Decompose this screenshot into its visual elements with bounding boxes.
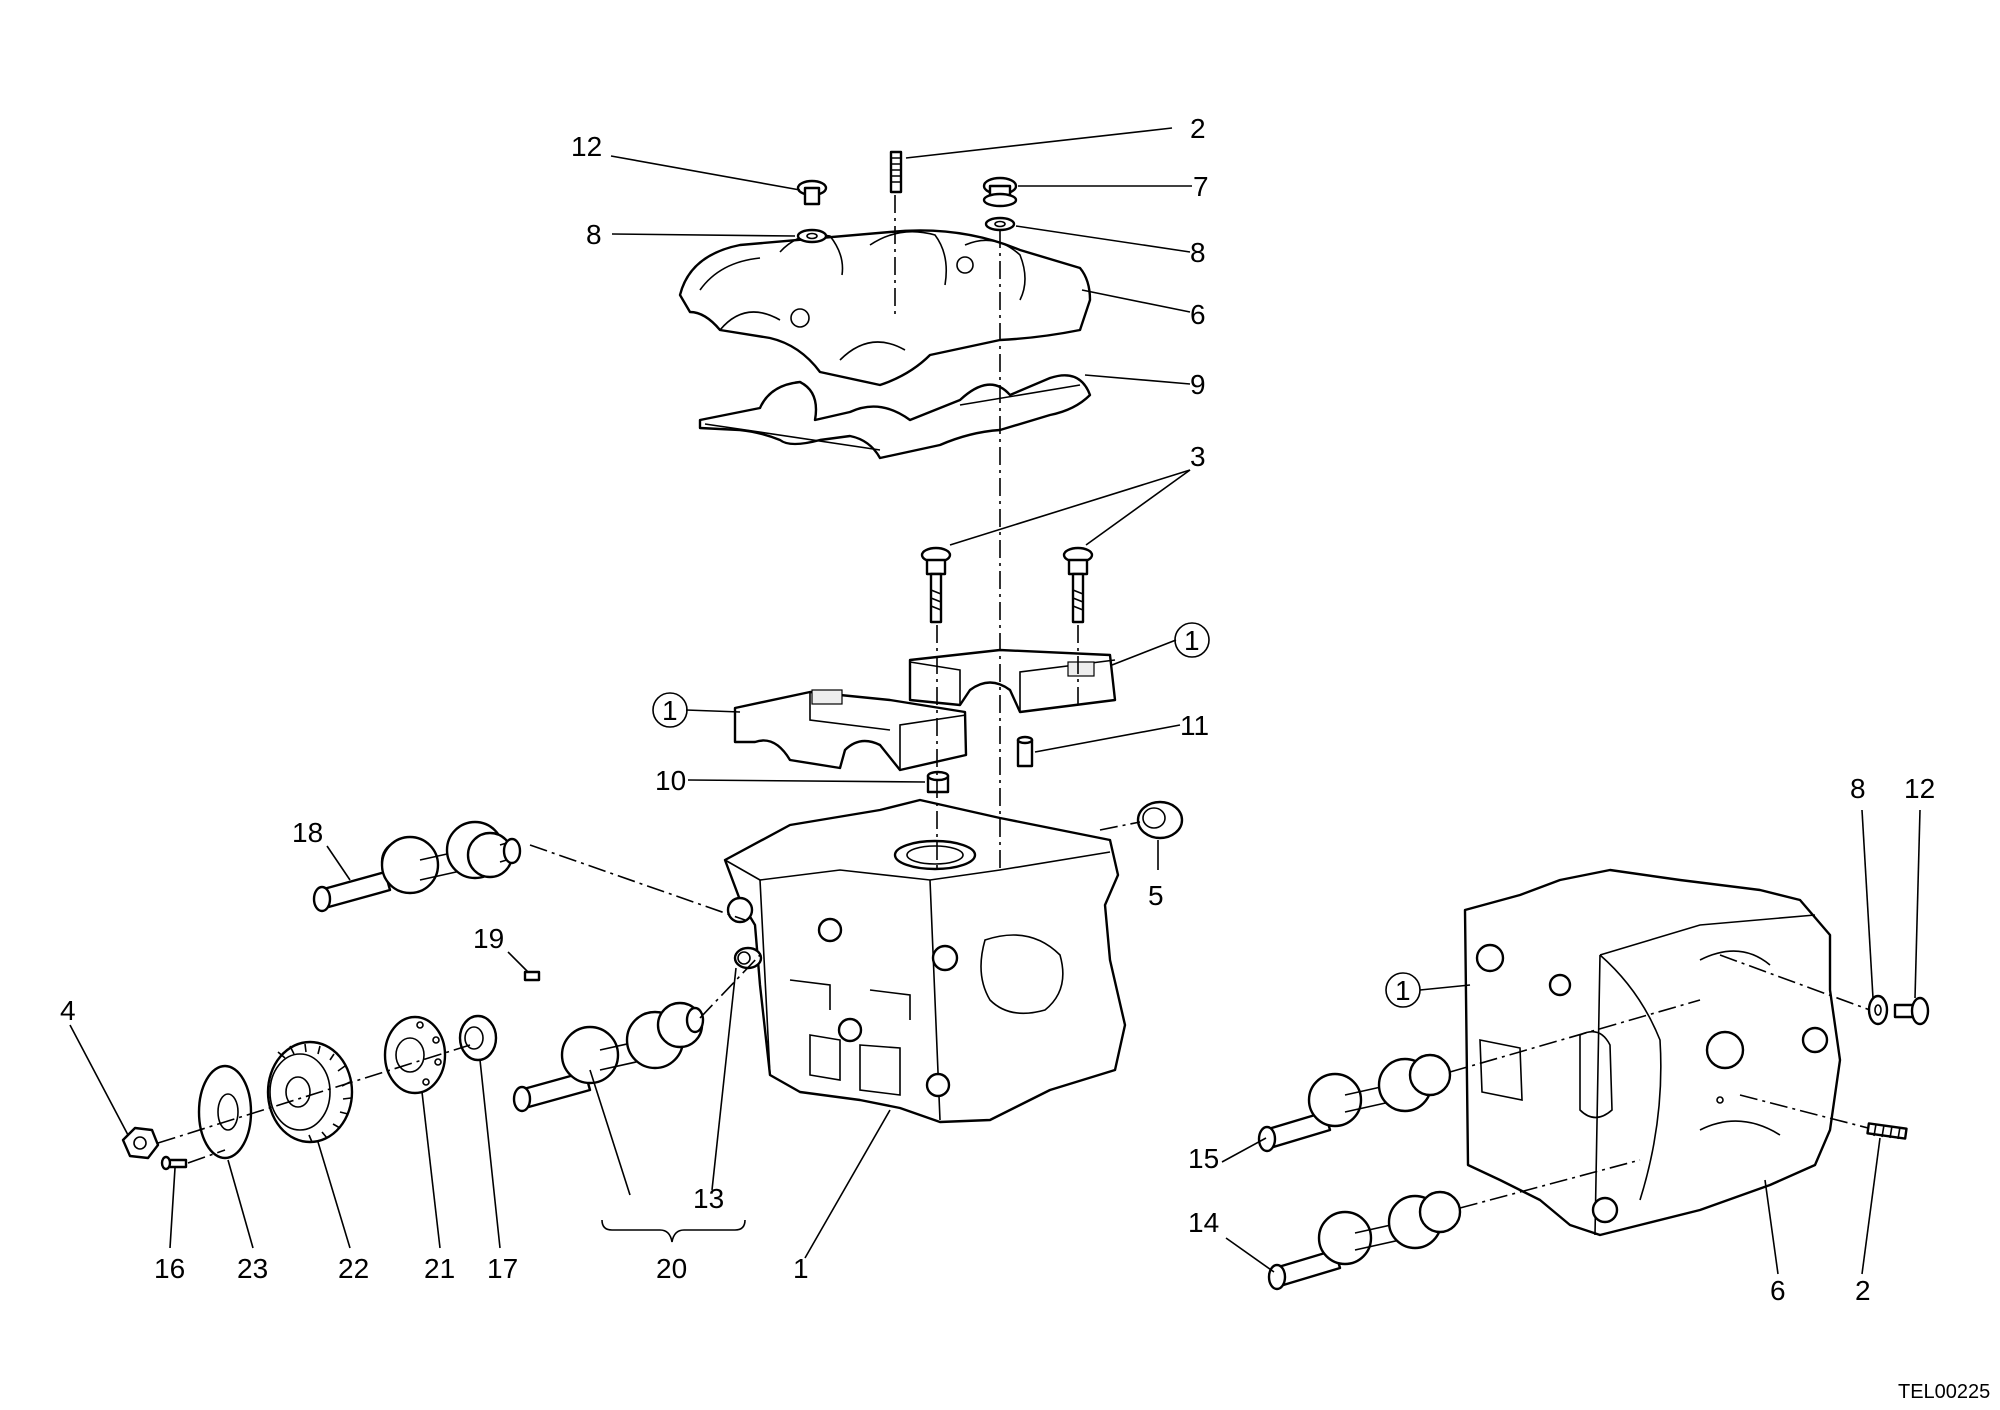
label-6-top: 6 [1190,299,1206,330]
label-19: 19 [473,923,504,954]
dowel-11 [1016,735,1034,768]
label-1-right-head: 1 [1395,975,1411,1006]
stud-2-top [889,150,903,194]
label-18: 18 [292,817,323,848]
label-10: 10 [655,765,686,796]
cap-bolt-3-right [1062,546,1094,624]
label-12-top: 12 [571,131,602,162]
nut-4 [121,1126,160,1160]
camshaft-20 [512,1001,705,1113]
label-2-right-view: 2 [1855,1275,1871,1306]
label-8-left: 8 [586,219,602,250]
callout-circles [652,622,1421,1008]
cap-bolt-3-left [920,546,952,624]
washer-8-left [796,228,828,244]
washer-8-right-view [1867,994,1889,1026]
label-5: 5 [1148,880,1164,911]
seal-17 [458,1014,498,1062]
label-15: 15 [1188,1143,1219,1174]
pulley-22 [266,1040,354,1144]
cylinder-head-main [723,798,1127,1124]
label-16: 16 [154,1253,185,1284]
bearing-cap-right [908,648,1117,714]
label-21: 21 [424,1253,455,1284]
label-22: 22 [338,1253,369,1284]
label-3: 3 [1190,441,1206,472]
dowel-10 [926,770,950,794]
center-lines [157,195,1871,1209]
label-1-cap-right: 1 [1184,625,1200,656]
washer-23 [197,1064,253,1160]
cam-cover [678,229,1092,387]
bearing-cap-left [733,689,968,772]
camshaft-18 [312,820,522,913]
camshaft-15 [1257,1053,1452,1153]
cover-nut-7 [982,176,1018,208]
label-1-head: 1 [793,1253,809,1284]
label-6-right-view: 6 [1770,1275,1786,1306]
label-8-right-view: 8 [1850,773,1866,804]
label-4: 4 [60,995,76,1026]
label-20: 20 [656,1253,687,1284]
label-14: 14 [1188,1207,1219,1238]
cover-bolt-12 [796,179,828,206]
camshaft-14 [1267,1190,1462,1291]
plug-13 [733,946,763,970]
label-11: 11 [1180,710,1209,741]
label-13: 13 [693,1183,724,1214]
screw-16 [160,1155,188,1171]
part-number-labels: 12 8 2 7 8 6 9 3 1 1 11 10 18 5 19 4 13 … [60,113,1990,1403]
label-8-right: 8 [1190,237,1206,268]
label-7: 7 [1193,171,1209,202]
label-23: 23 [237,1253,268,1284]
label-12-right-view: 12 [1904,773,1935,804]
washer-8-right [984,216,1016,232]
key-19 [523,970,541,982]
seal-5 [1136,800,1184,840]
label-9: 9 [1190,369,1206,400]
leader-lines [69,127,1921,1275]
label-2-top: 2 [1190,113,1206,144]
cylinder-head-assembled [1463,868,1842,1237]
bolt-12-right-view [1893,996,1930,1026]
drawing-code: TEL00225 [1898,1381,1990,1403]
cam-cover-gasket [698,374,1092,460]
stud-2-right-view [1866,1122,1908,1140]
label-1-cap-left: 1 [662,695,678,726]
label-17: 17 [487,1253,518,1284]
hub-21 [383,1015,447,1095]
